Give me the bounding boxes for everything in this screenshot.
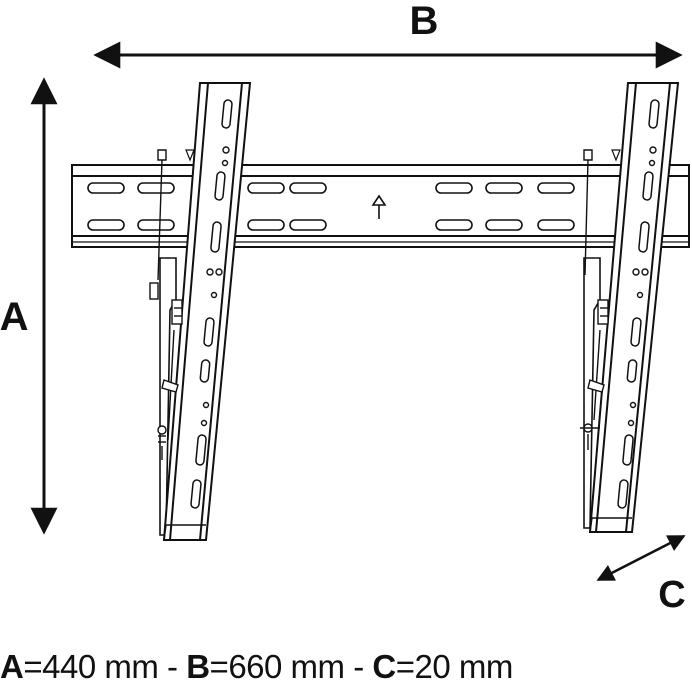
spec-b-eq: = xyxy=(209,648,229,685)
spec-a: A=440 mm xyxy=(0,648,167,685)
dimension-a-label: A xyxy=(0,295,28,339)
dimension-c-label: C xyxy=(658,574,685,616)
left-bracket xyxy=(149,82,252,541)
separator-2: - xyxy=(353,648,373,685)
dimension-specs: A=440 mm - B=660 mm - C=20 mm xyxy=(0,648,692,700)
spec-a-eq: = xyxy=(23,648,43,685)
spec-b-value: 660 mm xyxy=(228,648,345,685)
wall-rail xyxy=(71,164,690,248)
spec-a-letter: A xyxy=(0,648,24,685)
spec-c-eq: = xyxy=(395,648,415,685)
spec-a-value: 440 mm xyxy=(42,648,159,685)
right-bracket xyxy=(580,82,680,533)
dimension-c-arrow xyxy=(596,534,686,582)
up-arrow-icon xyxy=(371,194,387,219)
spec-c: C=20 mm xyxy=(372,648,514,685)
separator-1: - xyxy=(167,648,187,685)
spec-c-value: 20 mm xyxy=(414,648,514,685)
spec-b-letter: B xyxy=(186,648,210,685)
dimension-b-label: B xyxy=(410,0,439,43)
spec-b: B=660 mm xyxy=(186,648,353,685)
spec-c-letter: C xyxy=(372,648,396,685)
rail-slots xyxy=(87,182,575,231)
